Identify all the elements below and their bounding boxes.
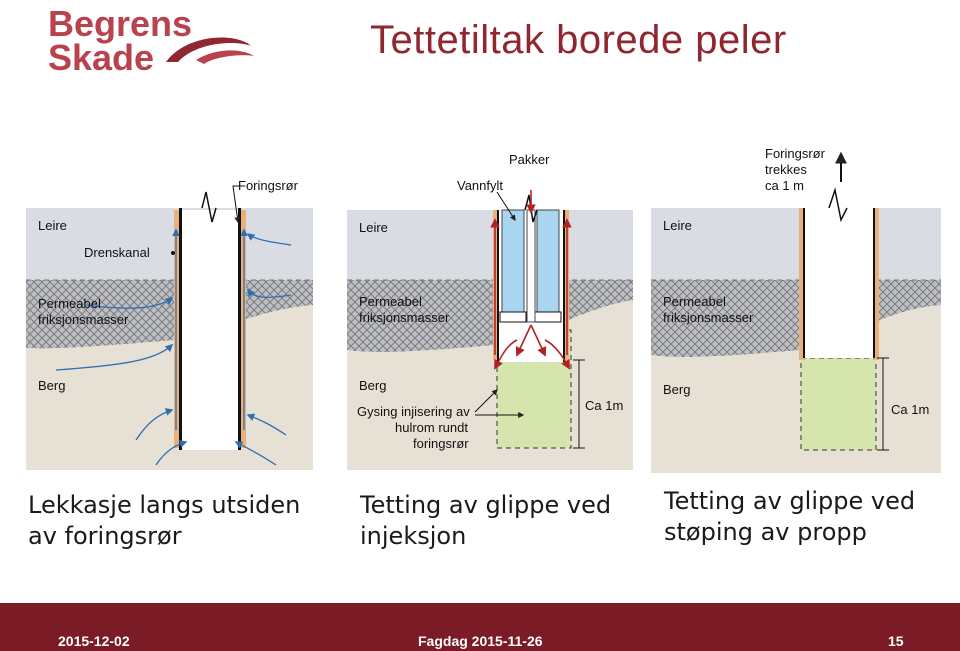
label-friksjonsmasser: friksjonsmasser	[359, 310, 450, 325]
foringsror-callout: Foringsrør	[232, 178, 299, 224]
label-berg: Berg	[359, 378, 386, 393]
label-trekkes-2: trekkes	[765, 162, 807, 177]
label-drenskanal: Drenskanal	[84, 245, 150, 260]
label-leire: Leire	[663, 218, 692, 233]
swoosh-icon	[166, 37, 251, 62]
label-foringsror: Foringsrør	[238, 178, 299, 193]
injection-arrows	[490, 190, 572, 370]
label-friksjonsmasser: friksjonsmasser	[663, 310, 754, 325]
label-ca-1m: Ca 1m	[891, 402, 929, 417]
label-permeabel: Permeabel	[38, 296, 101, 311]
logo-line1: Begrens	[48, 4, 192, 44]
swoosh-small-icon	[196, 50, 254, 64]
page-title: Tettetiltak borede peler	[370, 18, 787, 62]
label-gysing-2: hulrom rundt	[395, 420, 468, 435]
label-leire: Leire	[38, 218, 67, 233]
label-friksjonsmasser: friksjonsmasser	[38, 312, 129, 327]
label-vannfylt: Vannfylt	[457, 178, 503, 193]
label-trekkes-1: Foringsrør	[765, 146, 826, 161]
label-gysing-1: Gysing injisering av	[357, 404, 470, 419]
diagram-panel-injection: Ca 1m Leire Permeabel friksjonsmasser Be…	[347, 150, 633, 472]
label-pakker: Pakker	[509, 152, 550, 167]
leakage-arrows	[55, 228, 292, 466]
label-permeabel: Permeabel	[663, 294, 726, 309]
label-ca-1m: Ca 1m	[585, 398, 623, 413]
begrens-skade-logo: Begrens Skade	[48, 4, 254, 74]
caption-plug: Tetting av glippe ved støping av propp	[664, 487, 916, 546]
label-berg: Berg	[663, 382, 690, 397]
label-berg: Berg	[38, 378, 65, 393]
page-number: 15	[888, 633, 904, 649]
caption-injection: Tetting av glippe ved injeksjon	[360, 491, 612, 550]
diagram-panel-leakage: Leire Drenskanal Permeabel friksjonsmass…	[26, 170, 313, 472]
caption-leakage: Lekkasje langs utsiden av foringsrør	[28, 491, 301, 550]
label-trekkes-3: ca 1 m	[765, 178, 804, 193]
label-permeabel: Permeabel	[359, 294, 422, 309]
diagram-panel-plug: Ca 1m Leire Permeabel friksjonsmasser Be…	[651, 140, 941, 473]
logo-line2: Skade	[48, 37, 154, 74]
footer-bar: 2015-12-02 Fagdag 2015-11-26 15	[0, 603, 960, 651]
footer-date: 2015-12-02	[58, 633, 130, 649]
footer-event: Fagdag 2015-11-26	[418, 633, 543, 649]
label-leire: Leire	[359, 220, 388, 235]
label-gysing-3: foringsrør	[413, 436, 469, 451]
